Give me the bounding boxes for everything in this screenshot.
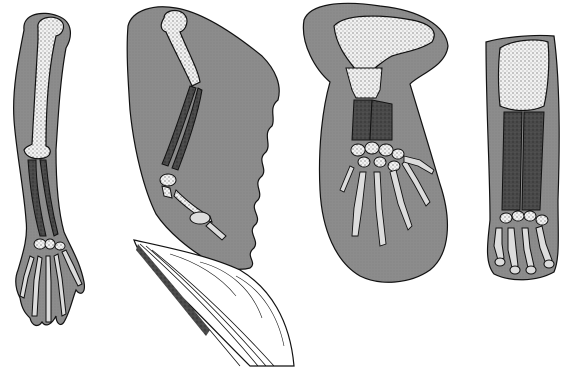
human-arm-panel <box>14 13 85 325</box>
whale-radius-bone <box>352 100 372 140</box>
cat-radius-bone <box>502 112 522 210</box>
cat-foreleg-panel <box>486 35 559 279</box>
whale-ulna-bone <box>370 100 392 140</box>
bird-wing-silhouette <box>127 7 279 269</box>
bird-wing-panel <box>127 7 279 269</box>
whale-flipper-panel <box>303 3 448 282</box>
cat-ulna-bone <box>522 112 544 210</box>
cat-humerus-bone <box>499 40 549 111</box>
